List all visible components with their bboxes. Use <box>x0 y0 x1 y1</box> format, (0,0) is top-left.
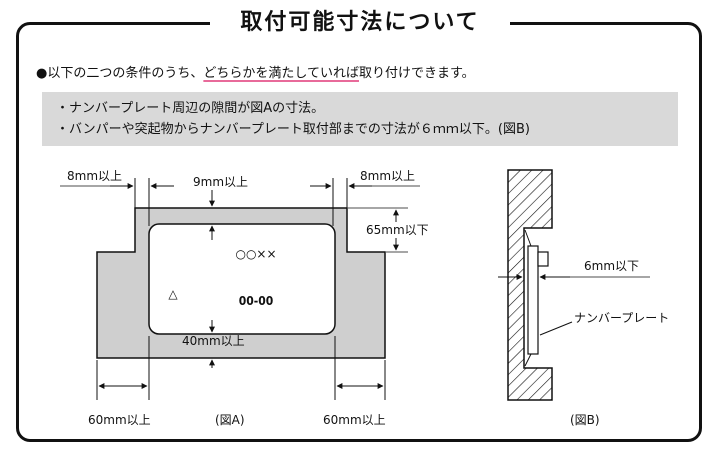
plate-bracket <box>527 245 539 355</box>
label-bottom-center: 40mm以上 <box>182 334 245 348</box>
caption-b: (図B) <box>570 413 600 427</box>
label-top-center: 9mm以上 <box>193 175 248 189</box>
page-title: 取付可能寸法について <box>210 6 510 40</box>
plate-triangle: △ <box>168 287 178 301</box>
plate-top-text: ○○×× <box>235 247 276 261</box>
figure-b: 6mm以下 ナンバープレート (図B) <box>498 169 669 427</box>
bumper-section <box>507 169 553 401</box>
label-plate: ナンバープレート <box>574 311 669 325</box>
label-gap: 6mm以下 <box>584 259 639 273</box>
license-plate <box>148 223 336 335</box>
figure-a: ○○×× △ 00-00 8mm以上 9mm以上 8mm以上 65mm以下 40… <box>60 169 429 427</box>
caption-a: (図A) <box>215 413 245 427</box>
intro-text: ●以下の二つの条件のうち、どちらかを満たしていれば取り付けできます。 <box>36 62 475 81</box>
intro-highlight: どちらかを満たしていれば <box>203 66 359 81</box>
label-bottom-left: 60mm以上 <box>88 413 151 427</box>
condition-2: ・バンパーや突起物からナンバープレート取付部までの寸法が６ｍｍ以下。(図B) <box>56 122 530 137</box>
intro-after: 取り付けできます。 <box>358 66 475 81</box>
condition-1: ・ナンバープレート周辺の隙間が図Aの寸法。 <box>56 101 325 116</box>
plate-number: 00-00 <box>239 294 274 308</box>
label-top-left: 8mm以上 <box>67 169 122 183</box>
intro-before: 以下の二つの条件のうち、 <box>47 66 204 81</box>
label-top-right: 8mm以上 <box>360 169 415 183</box>
conditions-box: ・ナンバープレート周辺の隙間が図Aの寸法。 ・バンパーや突起物からナンバープレー… <box>42 92 678 146</box>
intro-bullet: ● <box>36 66 48 81</box>
label-right: 65mm以下 <box>366 223 429 237</box>
label-bottom-right: 60mm以上 <box>323 413 386 427</box>
